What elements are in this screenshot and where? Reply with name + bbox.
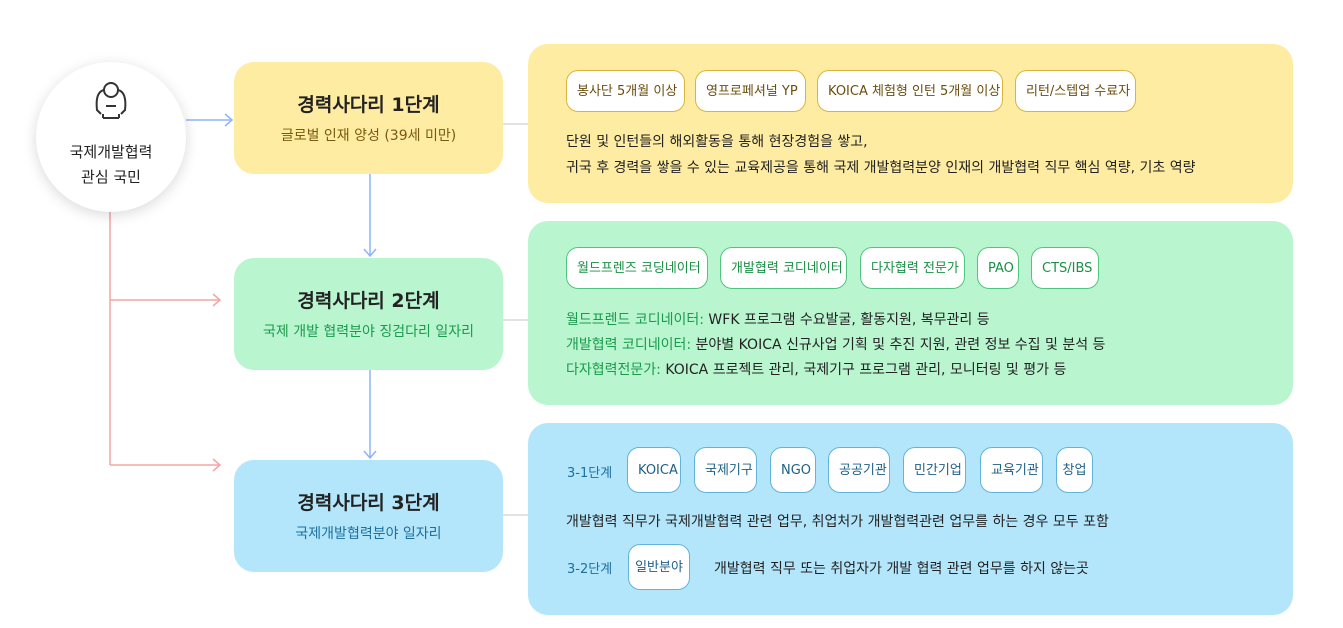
description-line: 단원 및 인턴들의 해외활동을 통해 현장경험을 쌓고,	[566, 134, 868, 150]
panel-step-1: 봉사단 5개월 이상 영프로페셔널 YP KOICA 체험형 인턴 5개월 이상…	[528, 44, 1293, 203]
tag: 영프로페셔널 YP	[695, 70, 806, 112]
origin-line2: 관심 국민	[81, 168, 141, 186]
line-text: WFK 프로그램 수요발굴, 활동지원, 복무관리 등	[703, 312, 990, 328]
person-icon	[95, 82, 127, 119]
tag: 다자협력 전문가	[860, 247, 965, 289]
panel-step-3: 3-1단계 KOICA 국제기구 NGO 공공기관 민간기업 교육기관 창업 개…	[528, 423, 1293, 615]
step-subtitle: 국제개발협력분야 일자리	[295, 526, 442, 542]
tag: 월드프렌즈 코딩네이터	[566, 247, 708, 289]
tag: PAO	[977, 247, 1019, 289]
substep-label: 3-1단계	[567, 466, 613, 481]
tag: KOICA 체험형 인턴 5개월 이상	[817, 70, 1003, 112]
tag: 봉사단 5개월 이상	[566, 70, 685, 112]
substep-description: 개발협력 직무 또는 취업자가 개발 협력 관련 업무를 하지 않는곳	[714, 561, 1089, 577]
substep-description: 개발협력 직무가 국제개발협력 관련 업무, 취업처가 개발협력관련 업무를 하…	[566, 514, 1109, 530]
line-label: 개발협력 코디네이터:	[566, 337, 692, 353]
origin-line1: 국제개발협력	[69, 143, 153, 161]
line-label: 월드프렌드 코디네이터:	[566, 312, 704, 328]
description-line: 귀국 후 경력을 쌓을 수 있는 교육제공을 통해 국제 개발협력분양 인재의 …	[566, 160, 1196, 176]
line-text: 분야별 KOICA 신규사업 기획 및 추진 지원, 관련 정보 수집 및 분석…	[691, 337, 1106, 353]
step-2: 경력사다리 2단계 국제 개발 협력분야 징검다리 일자리	[234, 258, 503, 370]
line-text: KOICA 프로젝트 관리, 국제기구 프로그램 관리, 모니터링 및 평가 등	[660, 362, 1067, 378]
panel-step-2: 월드프렌즈 코딩네이터 개발협력 코디네이터 다자협력 전문가 PAO CTS/…	[528, 221, 1293, 405]
step-title: 경력사다리 3단계	[297, 492, 440, 514]
step-title: 경력사다리 1단계	[297, 94, 440, 116]
tag: 창업	[1056, 447, 1093, 493]
tag: NGO	[770, 447, 816, 493]
step-1: 경력사다리 1단계 글로벌 인재 양성 (39세 미만)	[234, 62, 503, 174]
step-3: 경력사다리 3단계 국제개발협력분야 일자리	[234, 460, 503, 572]
step-subtitle: 글로벌 인재 양성 (39세 미만)	[280, 128, 457, 144]
step-subtitle: 국제 개발 협력분야 징검다리 일자리	[263, 324, 474, 340]
tag: CTS/IBS	[1031, 247, 1099, 289]
tag: 리턴/스텝업 수료자	[1015, 70, 1136, 112]
line-label: 다자협력전문가:	[566, 362, 661, 378]
tag: KOICA	[627, 447, 681, 493]
tag: 교육기관	[980, 447, 1043, 493]
substep-label: 3-2단계	[567, 562, 613, 577]
tag: 일반분야	[628, 544, 690, 590]
tag: 국제기구	[694, 447, 757, 493]
tag: 개발협력 코디네이터	[720, 247, 847, 289]
step-title: 경력사다리 2단계	[297, 290, 440, 312]
tag: 민간기업	[903, 447, 966, 493]
tag: 공공기관	[828, 447, 890, 493]
